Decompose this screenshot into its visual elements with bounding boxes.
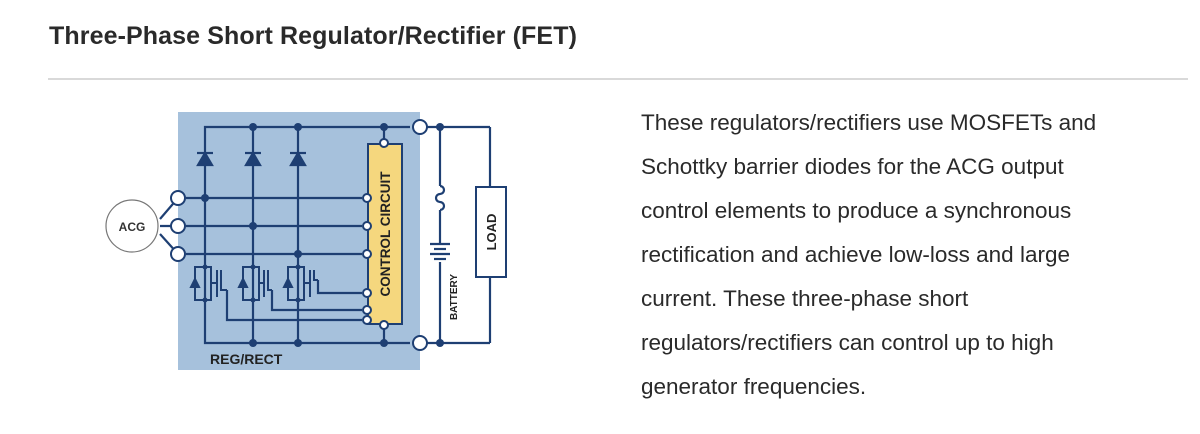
load-label: LOAD (484, 214, 499, 251)
mosfet-icon (237, 266, 272, 301)
diode-icon (244, 150, 262, 167)
diode-icon (196, 150, 214, 167)
mosfet-icon (189, 266, 227, 301)
divider (48, 78, 1188, 80)
description-line: control elements to produce a synchronou… (641, 198, 1072, 223)
gate-line-1 (225, 290, 362, 322)
diode-icon (289, 150, 307, 167)
mosfets (189, 266, 318, 301)
load-box (475, 186, 507, 278)
terminals (170, 119, 428, 351)
description-line: regulators/rectifiers can control up to … (641, 330, 1054, 355)
diodes (196, 150, 307, 167)
top-bus (203, 125, 410, 150)
acg-generator (105, 199, 159, 253)
gate-line-2 (270, 290, 362, 312)
junctions (201, 123, 444, 347)
gate-line-3 (316, 280, 362, 295)
description-line: These regulators/rectifiers use MOSFETs … (641, 110, 1097, 135)
page-title: Three-Phase Short Regulator/Rectifier (F… (49, 22, 577, 50)
description: These regulators/rectifiers use MOSFETs … (641, 101, 1181, 409)
description-line: generator frequencies. (641, 374, 867, 399)
circuit-diagram: ACG LOAD CONTROL CIRCUIT BATTERY REG/REC… (105, 112, 507, 370)
control-circuit-label: CONTROL CIRCUIT (378, 171, 393, 297)
description-line: Schottky barrier diodes for the ACG outp… (641, 154, 1064, 179)
battery-label: BATTERY (449, 274, 460, 320)
reg-rect-label: REG/RECT (210, 351, 283, 367)
acg-label: ACG (119, 220, 146, 234)
bottom-bus (203, 305, 410, 345)
description-line: current. These three-phase short (641, 286, 969, 311)
mosfet-icon (282, 266, 318, 301)
description-line: rectification and achieve low-loss and l… (641, 242, 1070, 267)
